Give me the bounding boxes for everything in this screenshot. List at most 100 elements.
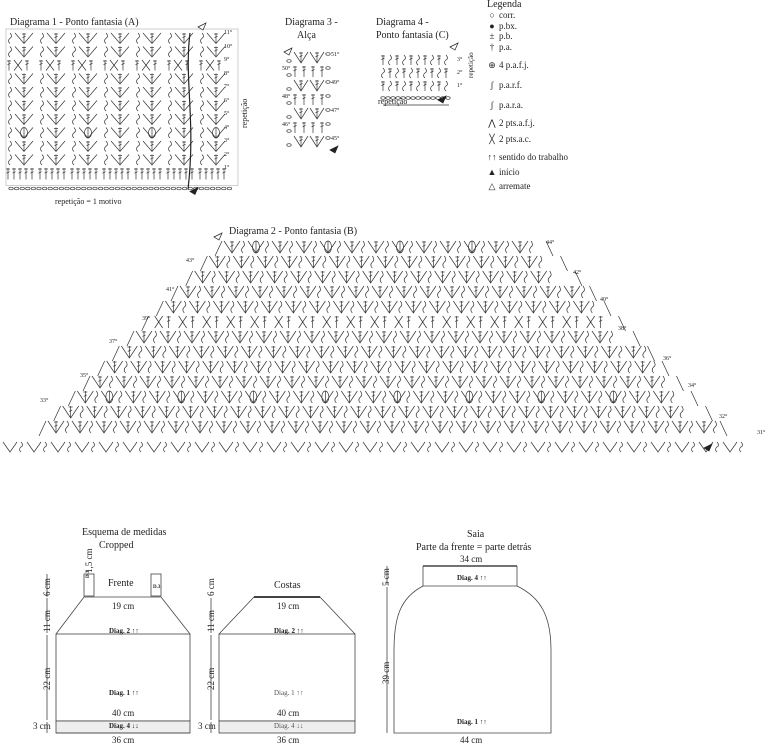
sentido-do-trabalho-icon: ↑↑ (487, 152, 497, 162)
diagram-3-row-label: 47° (331, 108, 340, 114)
diagram-4-row-label: 3° (457, 57, 463, 63)
legend-item-label: 2 pts.a.c. (499, 134, 531, 144)
legend-item-label: 4 p.a.f.j. (499, 60, 529, 70)
legend-item: ↑↑sentido do trabalho (487, 152, 569, 162)
diagram-4-side-label: repetição (467, 52, 475, 78)
diagram-2-row-label: 38° (618, 326, 627, 332)
p-a-r-a--icon: ʃ (490, 100, 494, 110)
diagram-1-row-label: 10° (224, 43, 233, 50)
costas-diag1: Diag. 1 ↑↑ (274, 689, 304, 697)
saia-title: Saia (467, 529, 485, 540)
diagram-1-row-label: 1° (224, 165, 230, 171)
costas-mid-width: 40 cm (277, 708, 300, 718)
legend-item-label: corr. (499, 10, 516, 20)
legend-item: ╳ 2 pts.a.c. (487, 134, 531, 145)
diagram-2-row-label: 39° (142, 316, 151, 322)
schema-title-line2: Cropped (99, 540, 134, 551)
legend-item: ○ corr. (487, 10, 515, 20)
frente-label: Frente (108, 578, 134, 589)
saia-schematic (386, 565, 552, 734)
costas-strap-zone: 6 cm (206, 578, 216, 596)
costas-schematic (210, 596, 356, 734)
diagram-2-row-label: 40° (600, 297, 609, 303)
costas-bottom-width: 36 cm (277, 735, 300, 745)
costas-label: Costas (274, 580, 301, 591)
diagram-2-row-label: 35° (80, 373, 89, 379)
diagram-4-row-label: 1° (457, 83, 463, 89)
legend-item-label: arremate (499, 181, 531, 191)
diagram-1-row-label: 6° (224, 97, 230, 104)
diagram-4-title-line1: Diagrama 4 - (376, 17, 429, 28)
legend-item: ʃ p.a.r.f. (487, 80, 523, 90)
saia-top-width: 34 cm (460, 554, 483, 564)
costas-mid-height: 22 cm (206, 667, 216, 690)
diagram-4-chart (380, 42, 459, 106)
diagram-1-title: Diagrama 1 - Ponto fantasia (A) (10, 17, 139, 28)
diagram-2-row-label: 33° (40, 398, 49, 404)
frente-mid-height: 22 cm (42, 667, 52, 690)
frente-diag4: Diag. 4 ↓↓ (109, 722, 139, 730)
costas-band-height: 3 cm (198, 721, 216, 731)
diagram-2-row-label: 42° (573, 270, 582, 276)
diagram-1-row-label: 3° (224, 138, 230, 144)
frente-bottom-width: 36 cm (112, 735, 135, 745)
diagram-2-row-label: 43° (186, 258, 195, 264)
legend-item-label: p.a.r.a. (499, 100, 523, 110)
saia-diag4: Diag. 4 ↑↑ (457, 574, 487, 582)
legend-item-label: p.a. (499, 42, 512, 52)
diagram-3-row-label: 45° (331, 136, 340, 142)
frente-strap-right-label: D.3 (153, 585, 161, 590)
saia-diag1: Diag. 1 ↑↑ (457, 718, 487, 726)
p-a--icon: † (489, 42, 495, 52)
diagram-1-repeat-label: repetição = 1 motivo (55, 197, 122, 206)
diagram-3-chart (283, 47, 339, 154)
diagram-1-row-label: 4° (224, 124, 230, 131)
diagram-2-chart (2, 232, 743, 453)
legend-item-label: p.bx. (499, 21, 517, 31)
p-a-r-f--icon: ʃ (490, 80, 494, 90)
schema-title-line1: Esquema de medidas (82, 527, 167, 538)
legend-item-label: início (499, 167, 520, 177)
frente-band-height: 3 cm (33, 721, 51, 731)
2-pts-a-c--icon: ╳ (489, 134, 495, 144)
legend-item: ●p.bx. (487, 21, 517, 31)
legend-item-label: 2 pts.a.f.j. (499, 118, 535, 128)
saia-band-height: 5 cm (381, 568, 391, 586)
diagram-2-row-label: 41° (166, 287, 175, 293)
diagram-2-row-label: 36° (663, 356, 672, 362)
diagram-2-row-label: 34° (688, 383, 697, 389)
costas-top-width: 19 cm (277, 601, 300, 611)
legend-item: ⊕4 p.a.f.j. (487, 60, 529, 71)
frente-strap-zone: 6 cm (42, 578, 52, 596)
diagram-3-title-line2: Alça (297, 30, 316, 41)
frente-diag1: Diag. 1 ↑↑ (109, 689, 139, 697)
diagram-3-row-label: 49° (331, 80, 340, 86)
4-p-a-f-j--icon: ⊕ (488, 60, 496, 70)
diagram-1-row-label: 2° (224, 151, 230, 158)
diagram-2-row-label: 37° (109, 339, 118, 345)
diagram-1-chart (5, 22, 239, 196)
costas-upper-height: 11 cm (206, 610, 216, 632)
legend-item: ▲início (487, 167, 520, 177)
costas-diag2: Diag. 2 ↑↑ (274, 627, 304, 635)
diagram-3-row-label: 46° (282, 122, 291, 128)
costas-diag4: Diag. 4 ↓↓ (274, 722, 304, 730)
legend-item: ʃ p.a.r.a. (487, 100, 524, 110)
diagram-1-row-label: 9° (224, 57, 230, 63)
diagram-1-row-label: 5° (224, 111, 230, 117)
2-pts-a-f-j--icon: ⋀ (488, 118, 496, 128)
frente-upper-height: 11 cm (42, 610, 52, 632)
legend-title: Legenda (487, 0, 522, 10)
legend-item: ⋀2 pts.a.f.j. (487, 118, 535, 129)
diagram-3-row-label: 51° (331, 52, 340, 58)
diagram-2-title: Diagrama 2 - Ponto fantasia (B) (229, 226, 358, 237)
saia-body-height: 39 cm (381, 661, 391, 684)
in-cio-icon: ▲ (487, 167, 497, 177)
legend-item-label: p.a.r.f. (499, 80, 522, 90)
corr--icon: ○ (489, 10, 495, 20)
frente-diag2: Diag. 2 ↑↑ (109, 627, 139, 635)
legend-item-label: p.b. (499, 31, 513, 41)
diagram-3-row-label: 50° (282, 66, 291, 72)
diagram-3-title-line1: Diagrama 3 - (285, 17, 338, 28)
